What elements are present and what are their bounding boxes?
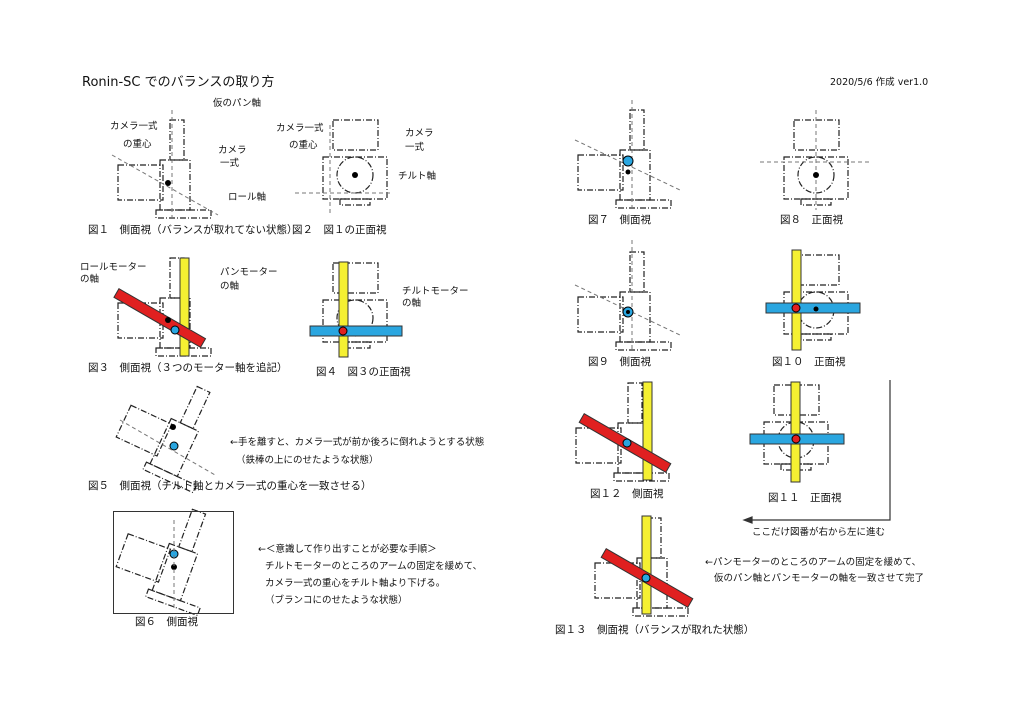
fig11-caption: 図１１ 正面視 xyxy=(768,492,842,504)
page-title: Ronin-SC でのバランスの取り方 xyxy=(82,75,275,90)
fig1-roll-axis-label: ロール軸 xyxy=(228,192,267,203)
fig10-caption: 図１０ 正面視 xyxy=(772,356,846,368)
fig2-drawing xyxy=(295,119,390,215)
version-label: 2020/5/6 作成 ver1.0 xyxy=(830,77,929,88)
fig4-tilt-label: チルトモーター xyxy=(402,286,469,297)
fig9-caption: 図９ 側面視 xyxy=(588,356,651,368)
fig12-drawing xyxy=(575,381,672,482)
fig2-tilt-axis-label: チルト軸 xyxy=(398,171,437,182)
fig10-drawing xyxy=(765,249,861,351)
fig3-roll-label-2: の軸 xyxy=(80,274,100,285)
fig5-drawing xyxy=(108,363,235,494)
fig6-drawing xyxy=(109,490,232,617)
fig1-drawing xyxy=(111,110,219,222)
fig6-note-4: （ブランコにのせたような状態） xyxy=(265,595,408,606)
fig1-camera-label-2: 一式 xyxy=(220,158,240,169)
fig13-note: ←パンモーターのところのアームの固定を緩めて、 xyxy=(705,557,922,568)
fig6-frame xyxy=(113,511,234,614)
fig1-cg-label-2: の重心 xyxy=(123,139,152,150)
fig4-caption: 図４ 図３の正面視 xyxy=(316,366,411,378)
fig6-note-3: カメラ一式の重心をチルト軸より下げる。 xyxy=(265,578,446,589)
fig6-caption: 図６ 側面視 xyxy=(135,616,198,628)
fig4-drawing xyxy=(309,261,403,358)
fig2-cg-label-2: の重心 xyxy=(289,140,318,151)
fig1-caption: 図１ 側面視（バランスが取れてない状態） xyxy=(88,224,298,236)
fig2-caption: 図２ 図１の正面視 xyxy=(292,224,387,236)
fig5-note: ←手を離すと、カメラ一式が前か後ろに倒れようとする状態 xyxy=(230,437,485,448)
fig13-note-2: 仮のパン軸とパンモーターの軸を一致させて完了 xyxy=(714,573,924,584)
fig5-note-2: （鉄棒の上にのせたような状態） xyxy=(236,455,379,466)
fig3-drawing xyxy=(113,257,212,357)
fig2-camera-label: カメラ xyxy=(405,128,434,139)
fig3-pan-label: パンモーター xyxy=(220,267,278,278)
fig3-caption: 図３ 側面視（３つのモーター軸を追記） xyxy=(88,362,288,374)
fig2-cg-label: カメラ一式 xyxy=(276,123,324,134)
fig3-pan-label-2: の軸 xyxy=(220,281,240,292)
order-arrow xyxy=(742,380,891,524)
fig6-note-2: チルトモーターのところのアームの固定を緩めて、 xyxy=(265,561,483,572)
fig4-tilt-label-2: の軸 xyxy=(402,298,422,309)
fig7-caption: 図７ 側面視 xyxy=(588,214,651,226)
fig1-pan-axis-label: 仮のパン軸 xyxy=(213,98,261,109)
fig5-caption: 図５ 側面視（チルト軸とカメラ一式の重心を一致させる） xyxy=(88,480,372,492)
fig9-drawing xyxy=(574,240,681,351)
fig13-drawing xyxy=(594,515,694,617)
fig1-camera-label: カメラ xyxy=(218,145,247,156)
fig13-caption: 図１３ 側面視（バランスが取れた状態） xyxy=(555,624,755,636)
fig11-drawing xyxy=(749,381,845,483)
fig7-drawing xyxy=(574,100,681,210)
fig12-caption: 図１２ 側面視 xyxy=(590,488,664,500)
fig8-drawing xyxy=(760,110,870,210)
fig6-note: ←＜意識して作り出すことが必要な手順＞ xyxy=(258,544,437,555)
fig2-camera-label-2: 一式 xyxy=(405,142,425,153)
order-note: ここだけ図番が右から左に進む xyxy=(752,527,886,538)
fig8-caption: 図８ 正面視 xyxy=(780,214,843,226)
fig1-cg-label: カメラ一式 xyxy=(110,121,158,132)
fig3-roll-label: ロールモーター xyxy=(80,262,147,273)
